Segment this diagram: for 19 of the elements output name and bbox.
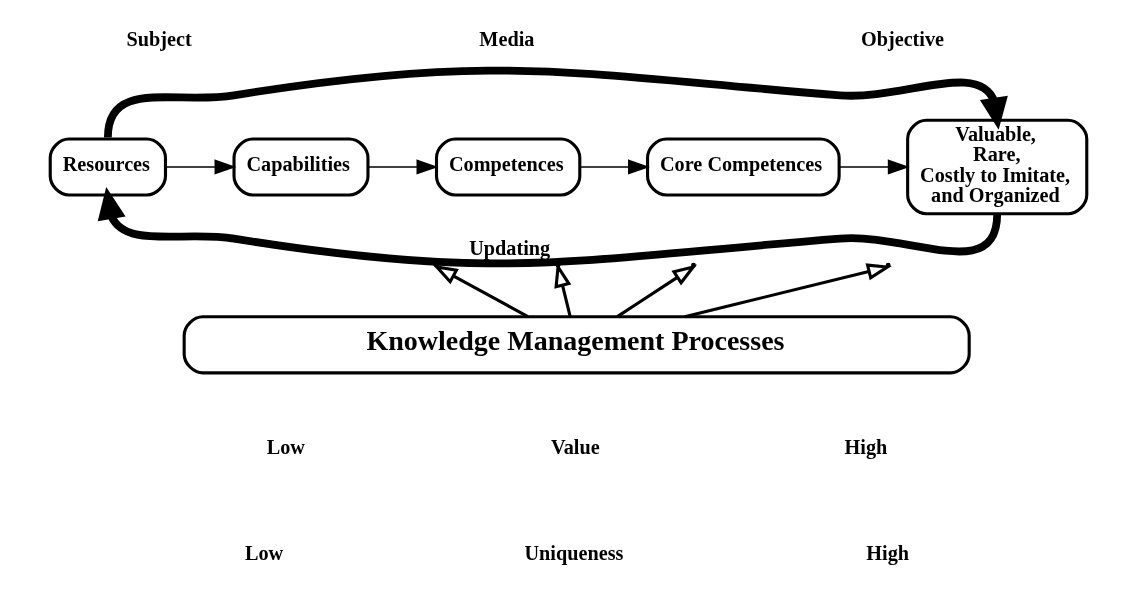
label: Value [550,436,600,459]
node-box: Resources [48,137,168,197]
node-box: Core Competences [646,137,841,197]
label: Objective [860,28,945,51]
label: Subject [126,28,192,51]
label: Media [479,28,535,51]
label: High [844,436,888,459]
node-box: Competences [434,137,582,197]
node-box: Valuable, Rare, Costly to Imitate, and Organized [906,118,1089,216]
arrow [838,159,910,175]
label: Low [266,436,305,459]
arrow [579,159,650,175]
label: Uniqueness [524,542,624,565]
edge-label: Updating [469,236,551,259]
node-box: Knowledge Management Processes [182,315,971,375]
label: Low [244,542,284,565]
label: High [866,542,910,565]
node-box: Capabilities [232,137,370,197]
arrow [165,159,237,175]
